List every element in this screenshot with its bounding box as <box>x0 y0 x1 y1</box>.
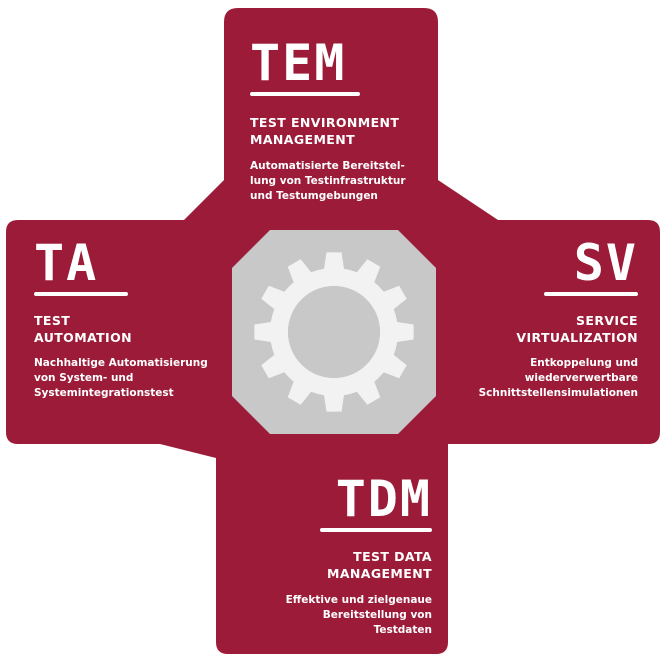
ta-description: Nachhaltige Automatisierung von System- … <box>34 356 234 401</box>
tem-title: TEST ENVIRONMENT MANAGEMENT <box>250 114 450 148</box>
sv-title-line: SERVICE <box>575 313 638 328</box>
ta-title: TEST AUTOMATION <box>34 312 234 346</box>
gear-hole <box>288 286 380 378</box>
tdm-block: TDM TEST DATA MANAGEMENT Effektive und z… <box>232 474 432 638</box>
sv-block: SV SERVICE VIRTUALIZATION Entkoppelung u… <box>428 238 638 401</box>
tdm-title-line: MANAGEMENT <box>326 566 432 581</box>
tem-description: Automatisierte Bereitstel- lung von Test… <box>250 159 450 204</box>
ta-desc-line: Nachhaltige Automatisierung <box>34 357 208 369</box>
tdm-desc-line: Effektive und zielgenaue <box>285 594 432 606</box>
tdm-title-line: TEST DATA <box>353 549 432 564</box>
tdm-divider <box>320 528 432 532</box>
ta-desc-line: Systemintegrationstest <box>34 387 174 399</box>
sv-title: SERVICE VIRTUALIZATION <box>428 312 638 346</box>
sv-desc-line: wiederverwertbare <box>524 372 638 384</box>
tem-title-line: TEST ENVIRONMENT <box>250 115 400 130</box>
sv-description: Entkoppelung und wiederverwertbare Schni… <box>428 356 638 401</box>
tem-abbreviation: TEM <box>250 34 347 92</box>
tem-divider <box>250 92 360 96</box>
tdm-desc-line: Testdaten <box>373 624 432 636</box>
ta-block: TA TEST AUTOMATION Nachhaltige Automatis… <box>34 238 234 401</box>
ta-title-line: TEST <box>34 313 71 328</box>
tdm-desc-line: Bereitstellung von <box>322 609 432 621</box>
tdm-title: TEST DATA MANAGEMENT <box>232 548 432 582</box>
sv-desc-line: Entkoppelung und <box>530 357 638 369</box>
ta-title-line: AUTOMATION <box>34 330 133 345</box>
tdm-abbreviation: TDM <box>335 470 432 528</box>
tem-desc-line: und Testumgebungen <box>250 190 378 202</box>
ta-desc-line: von System- und <box>34 372 134 384</box>
ta-divider <box>34 292 128 296</box>
gear-body <box>254 252 414 412</box>
gear-icon <box>254 252 414 412</box>
tdm-description: Effektive und zielgenaue Bereitstellung … <box>232 593 432 638</box>
sv-divider <box>544 292 638 296</box>
sv-desc-line: Schnittstellensimulationen <box>478 387 638 399</box>
tem-desc-line: Automatisierte Bereitstel- <box>250 160 405 172</box>
sv-title-line: VIRTUALIZATION <box>516 330 638 345</box>
tem-desc-line: lung von Testinfrastruktur <box>250 175 406 187</box>
ta-abbreviation: TA <box>34 234 99 292</box>
tem-title-line: MANAGEMENT <box>250 132 356 147</box>
sv-abbreviation: SV <box>573 234 638 292</box>
tem-block: TEM TEST ENVIRONMENT MANAGEMENT Automati… <box>250 38 450 204</box>
